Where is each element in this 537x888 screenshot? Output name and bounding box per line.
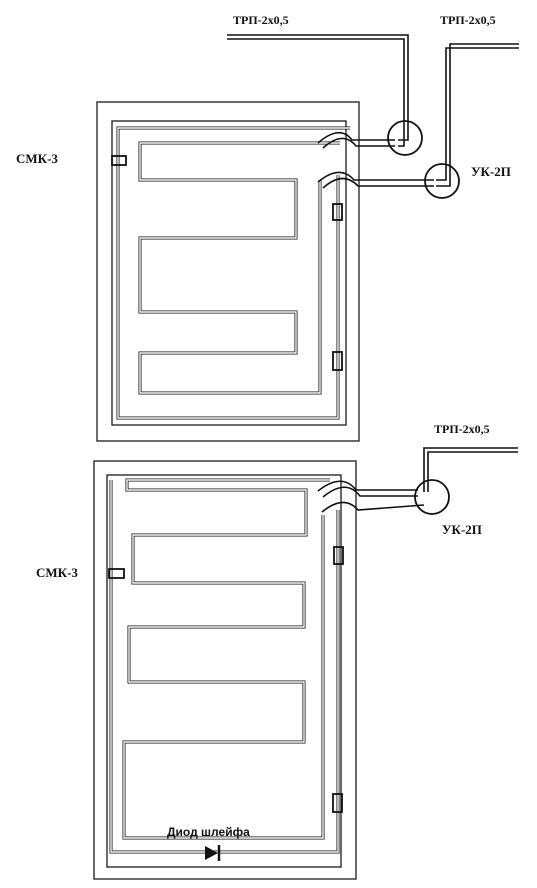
top-lead-lower xyxy=(317,171,434,183)
bottom-cable xyxy=(423,447,518,492)
bottom-junction-box xyxy=(414,479,450,515)
diode-label: Диод шлейфа xyxy=(167,825,250,839)
bottom-unit: СМК-3 ТРП-2х0,5 УК-2П Диод шлейфа xyxy=(36,422,518,880)
bottom-serpentine-loop xyxy=(109,478,340,854)
bottom-connector-left xyxy=(108,568,125,579)
top-lead-upper-b xyxy=(322,137,395,149)
top-junction-box-1 xyxy=(387,120,423,156)
top-cable-left xyxy=(227,34,409,147)
bottom-box-label: УК-2П xyxy=(442,522,482,537)
bottom-lead-upper-b xyxy=(322,486,418,498)
bottom-device-label: СМК-3 xyxy=(36,565,78,580)
bottom-cable-label: ТРП-2х0,5 xyxy=(434,422,490,436)
top-cable-right xyxy=(436,43,519,187)
top-connector-right-lower xyxy=(332,351,343,371)
top-lead-upper xyxy=(317,131,395,144)
top-cable-label-left: ТРП-2х0,5 xyxy=(233,13,289,27)
bottom-connector-right-lower xyxy=(332,793,343,813)
bottom-connector-right-upper xyxy=(333,546,344,565)
bottom-outer-frame xyxy=(93,460,357,880)
bottom-lead-lower xyxy=(321,501,425,513)
top-box-label: УК-2П xyxy=(471,164,511,179)
top-device-label: СМК-3 xyxy=(16,151,58,166)
top-lead-lower-b xyxy=(322,177,434,189)
top-outer-frame xyxy=(96,101,360,442)
top-connector-left xyxy=(111,155,127,166)
top-unit: СМК-3 ТРП-2х0,5 ТРП-2х0,5 УК-2П xyxy=(16,13,519,442)
top-inner-frame xyxy=(111,120,347,426)
top-connector-right-upper xyxy=(332,203,343,221)
bottom-inner-frame xyxy=(106,474,342,868)
bottom-lead-upper xyxy=(317,480,418,492)
loop-diode-icon xyxy=(205,845,221,861)
top-cable-label-right: ТРП-2х0,5 xyxy=(440,13,496,27)
top-junction-box-2 xyxy=(424,163,460,199)
top-serpentine-loop xyxy=(116,126,350,420)
